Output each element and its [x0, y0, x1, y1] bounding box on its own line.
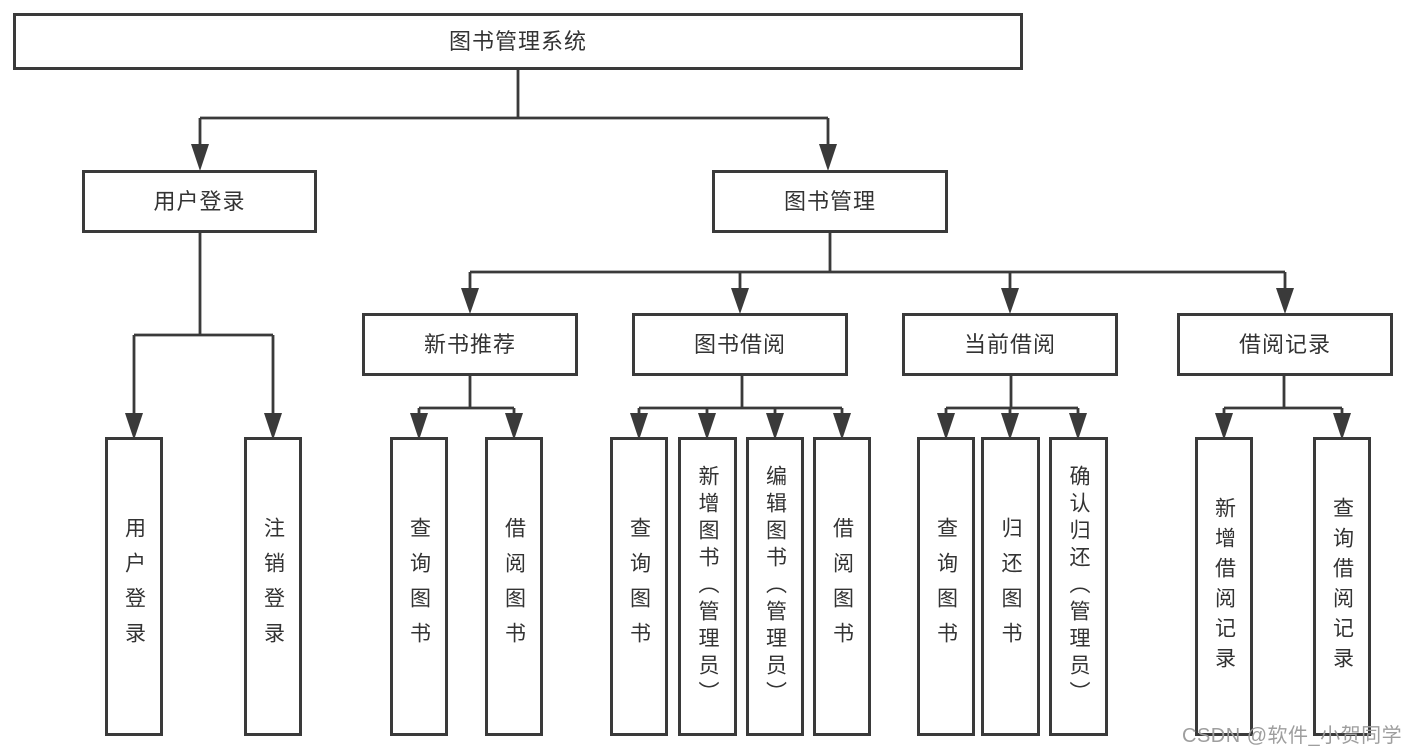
node-leaf-query-books-1: 查询图书 [390, 437, 448, 736]
node-new-book-recommend: 新书推荐 [362, 313, 578, 376]
node-current-borrowing: 当前借阅 [902, 313, 1118, 376]
node-leaf-confirm-return-admin: 确认归还（管理员） [1049, 437, 1108, 736]
csdn-watermark: CSDN @软件_小贺同学 [1182, 725, 1403, 747]
node-leaf-borrow-books-2: 借阅图书 [813, 437, 871, 736]
node-leaf-query-borrow-record: 查询借阅记录 [1313, 437, 1371, 736]
node-leaf-query-books-2: 查询图书 [610, 437, 668, 736]
node-leaf-return-books: 归还图书 [981, 437, 1040, 736]
node-borrowing-records: 借阅记录 [1177, 313, 1393, 376]
node-leaf-query-books-3: 查询图书 [917, 437, 975, 736]
node-book-borrowing: 图书借阅 [632, 313, 848, 376]
node-library-system: 图书管理系统 [13, 13, 1023, 70]
node-user-login: 用户登录 [82, 170, 317, 233]
node-book-management: 图书管理 [712, 170, 948, 233]
node-leaf-edit-books-admin: 编辑图书（管理员） [746, 437, 804, 736]
node-leaf-add-borrow-record: 新增借阅记录 [1195, 437, 1253, 736]
node-leaf-add-books-admin: 新增图书（管理员） [678, 437, 737, 736]
node-leaf-user-login: 用户登录 [105, 437, 163, 736]
node-leaf-logout: 注销登录 [244, 437, 302, 736]
node-leaf-borrow-books-1: 借阅图书 [485, 437, 543, 736]
